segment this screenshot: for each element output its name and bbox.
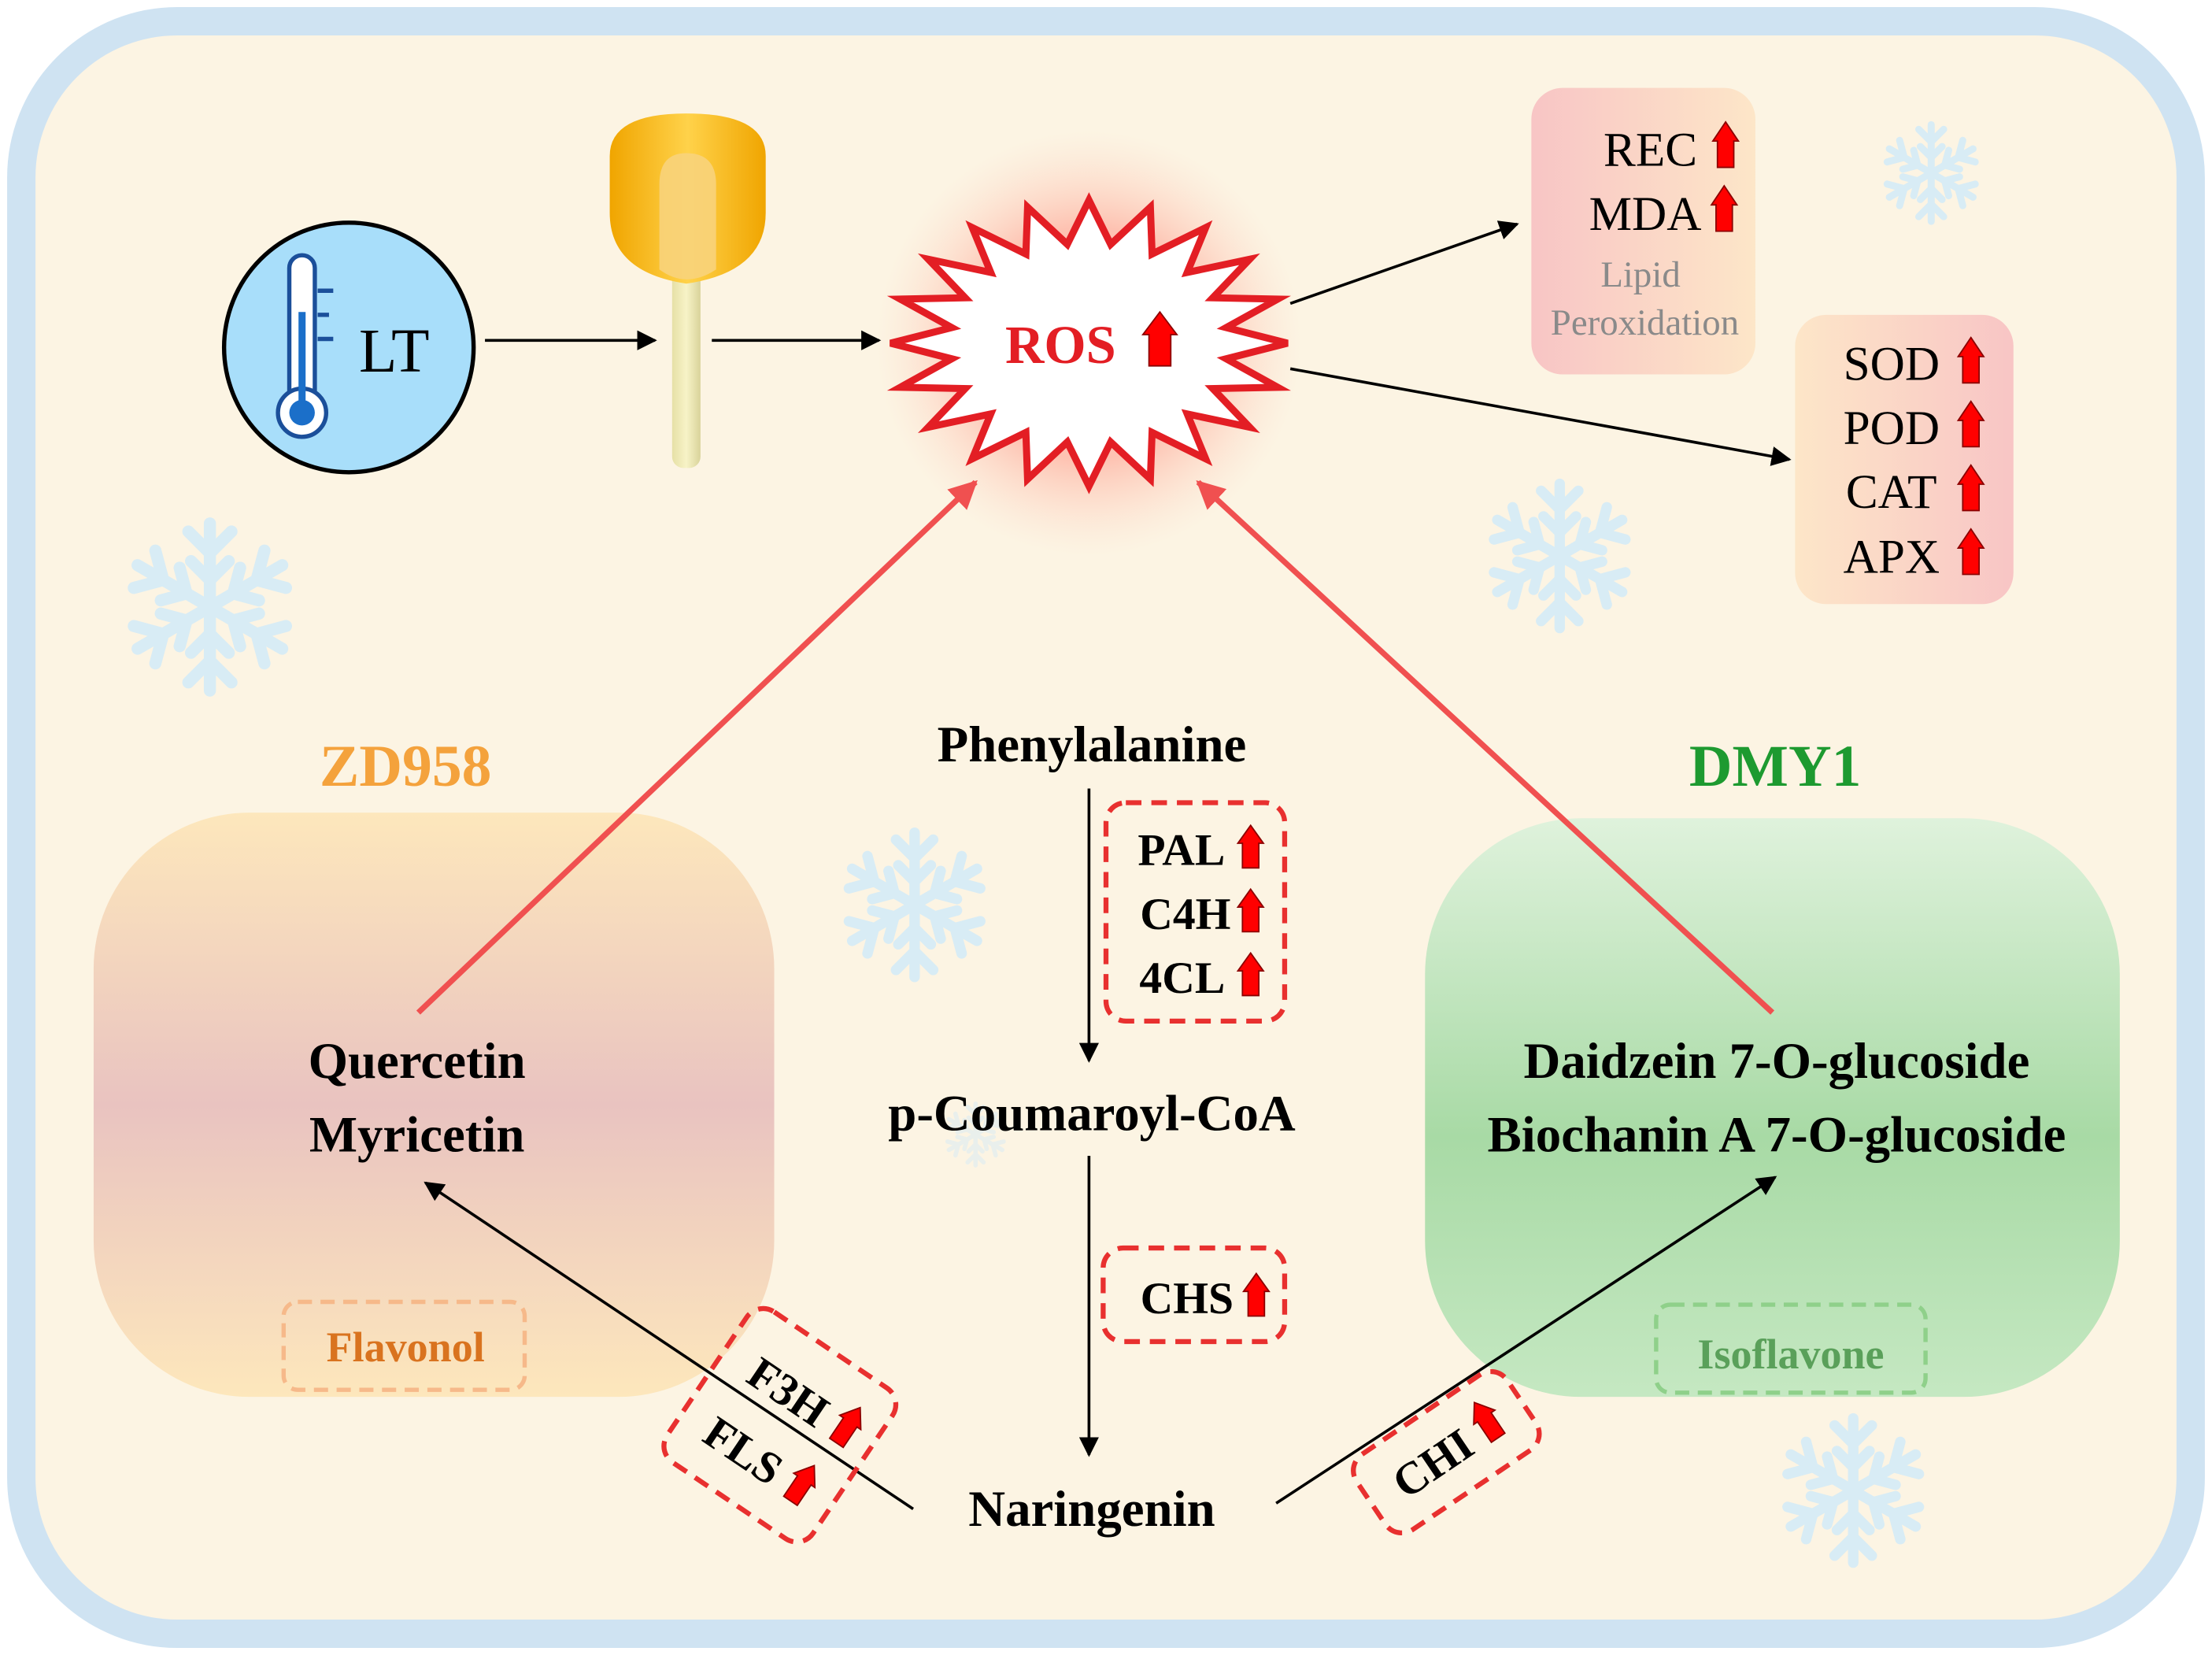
zd958-panel [93, 813, 775, 1398]
enzyme-4cl: 4CL [1139, 953, 1225, 1003]
up-arrow-c4h [1236, 887, 1265, 933]
red-arrow-zd958-to-ros [416, 479, 978, 1015]
up-arrow-pod [1956, 400, 1985, 448]
arrow-naringenin-to-flavonol [424, 1181, 915, 1510]
up-arrow-4cl [1236, 951, 1265, 997]
up-arrow-mda [1710, 184, 1739, 232]
metabolite-myricetin: Myricetin [309, 1107, 525, 1164]
ros-burst [876, 130, 1302, 557]
marker-rec: REC [1604, 124, 1697, 177]
metabolite-daidzein-glucoside: Daidzein 7-O-glucoside [1524, 1033, 2030, 1090]
enzyme-apx: APX [1844, 531, 1940, 584]
flavonol-box [281, 1299, 527, 1392]
metabolite-coumaroyl-coa: p-Coumaroyl-CoA [888, 1086, 1296, 1142]
enzyme-pod: POD [1844, 402, 1940, 455]
lipid-peroxidation-line2: Peroxidation [1551, 302, 1739, 343]
class-isoflavone: Isoflavone [1697, 1331, 1884, 1378]
red-arrow-dmy1-to-ros [1196, 479, 1775, 1015]
low-temperature-icon [221, 220, 476, 475]
up-arrow-sod [1956, 336, 1985, 384]
lipid-peroxidation-line1: Lipid [1600, 254, 1680, 295]
cultivar-zd958: ZD958 [320, 734, 492, 799]
antioxidant-box [1795, 314, 2014, 605]
metabolite-phenylalanine: Phenylalanine [938, 716, 1247, 773]
up-arrow-apx [1956, 528, 1985, 576]
enzyme-c4h: C4H [1140, 890, 1230, 939]
up-arrow-chi [1473, 1401, 1506, 1444]
maize-seedling-icon [609, 113, 766, 468]
enzyme-sod: SOD [1844, 338, 1940, 391]
up-arrow-chs [1241, 1272, 1271, 1317]
isoflavone-box [1654, 1302, 1928, 1395]
enzyme-box-flavonol [661, 1305, 899, 1545]
arrow-ros-to-membrane [1289, 220, 1519, 305]
enzyme-cat: CAT [1846, 465, 1937, 519]
class-flavonol: Flavonol [327, 1324, 485, 1371]
enzyme-chs: CHS [1141, 1274, 1234, 1324]
arrow-naringenin-to-isoflavone [1275, 1176, 1777, 1505]
arrow-ros-to-antioxidant [1289, 367, 1792, 466]
enzyme-box-step1 [1103, 800, 1288, 1024]
dmy1-panel [1425, 818, 2120, 1398]
up-arrow-pal [1236, 824, 1265, 869]
ros-up-arrow [1141, 310, 1178, 367]
up-arrow-group [782, 120, 1985, 1507]
up-arrow-cat [1956, 464, 1985, 512]
up-arrow-rec [1711, 120, 1740, 168]
membrane-damage-box [1531, 87, 1755, 375]
enzyme-pal: PAL [1137, 826, 1225, 876]
ros-label: ROS [1005, 315, 1116, 375]
cultivar-dmy1: DMY1 [1689, 734, 1861, 799]
marker-mda: MDA [1589, 187, 1702, 241]
metabolite-naringenin: Naringenin [968, 1481, 1215, 1538]
stress-label: LT [359, 317, 430, 386]
metabolite-biochanin-glucoside: Biochanin A 7-O-glucoside [1488, 1107, 2066, 1164]
up-arrow-fls [782, 1464, 816, 1507]
up-arrow-f3h [828, 1406, 862, 1449]
metabolite-quercetin: Quercetin [309, 1033, 526, 1090]
